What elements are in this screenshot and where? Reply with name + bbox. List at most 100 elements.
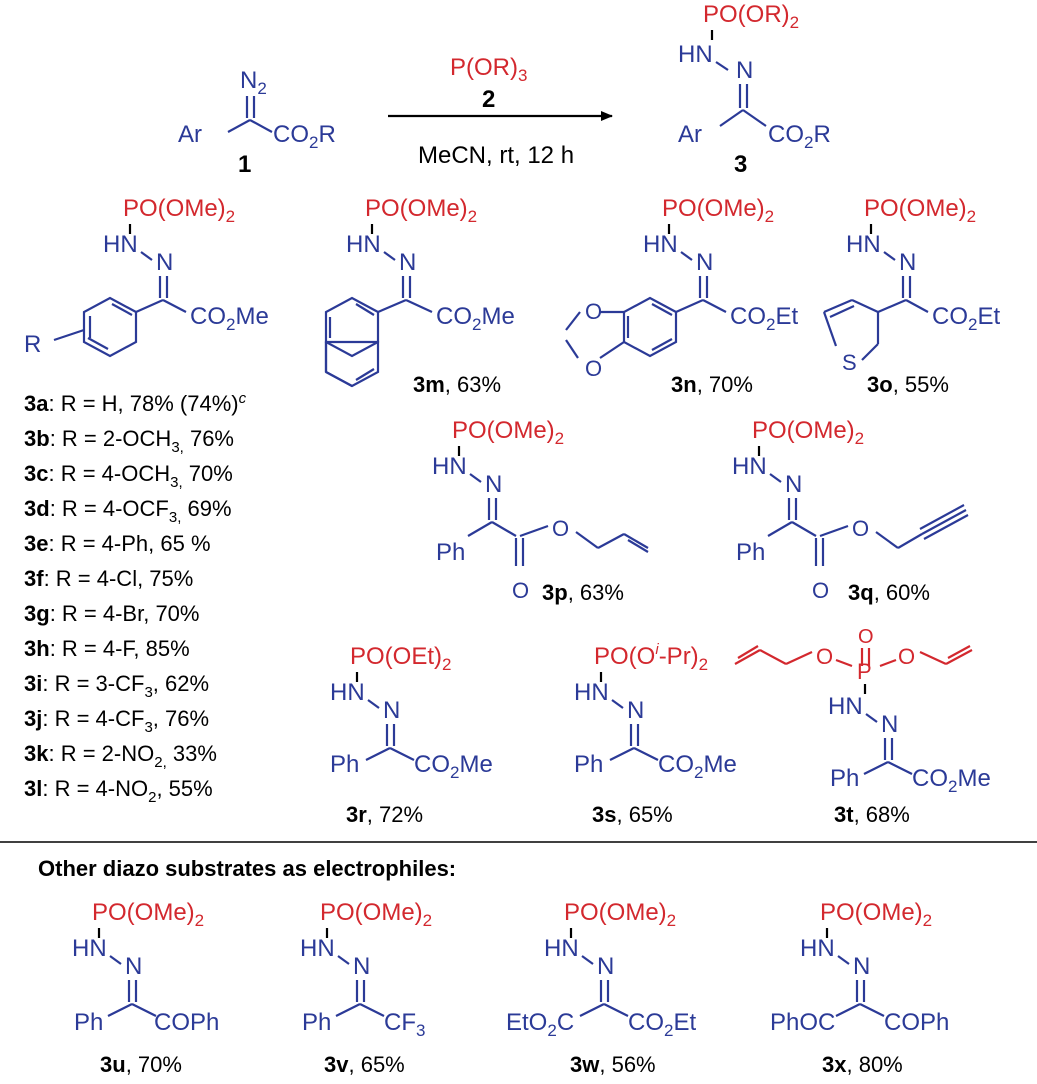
compound-3v: PO(OMe)2 HN N Ph CF3 3v, 65%: [300, 899, 432, 1077]
product-3: PO(OR)2 HN N Ar CO2R 3: [678, 1, 831, 178]
compound-3s: PO(Oi-Pr)2 HN N Ph CO2Me 3s, 65%: [574, 641, 737, 827]
svg-text:PO(OMe)2: PO(OMe)2: [864, 195, 976, 226]
svg-text:CO2Me: CO2Me: [658, 751, 737, 782]
svg-text:PO(Oi-Pr)2: PO(Oi-Pr)2: [594, 641, 708, 674]
svg-text:CO2Et: CO2Et: [932, 303, 1000, 334]
svg-text:P: P: [857, 659, 872, 684]
reagent-number: 2: [482, 86, 495, 113]
product-p-group: PO(OR)2: [703, 1, 799, 32]
svg-text:N: N: [353, 953, 370, 980]
compound-3a-3l: PO(OMe)2 HN N R CO2Me: [24, 195, 269, 358]
svg-text:N: N: [899, 249, 916, 276]
label-3w: 3w, 56%: [570, 1052, 656, 1077]
svg-text:Ph: Ph: [574, 751, 603, 778]
svg-text:CO2Et: CO2Et: [628, 1009, 696, 1040]
svg-text:HN: HN: [800, 935, 835, 962]
label-3u: 3u, 70%: [100, 1052, 182, 1077]
label-3m: 3m, 63%: [413, 372, 501, 397]
svg-text:O: O: [852, 516, 869, 541]
compound-3m: PO(OMe)2 HN N CO2Me 3m, 63%: [324, 195, 515, 397]
svg-text:PO(OMe)2: PO(OMe)2: [365, 195, 477, 226]
svg-text:HN: HN: [72, 935, 107, 962]
compound-3q: PO(OMe)2 HN N Ph O O 3q, 60%: [732, 417, 969, 605]
svg-text:N: N: [696, 249, 713, 276]
svg-text:CO2R: CO2R: [768, 121, 831, 152]
svg-text:HN: HN: [828, 693, 863, 720]
svg-text:N: N: [853, 953, 870, 980]
svg-text:Ph: Ph: [436, 539, 465, 566]
entry-3f: 3f: R = 4-Cl, 75%: [24, 566, 193, 591]
svg-text:Ar: Ar: [678, 121, 702, 148]
svg-text:CF3: CF3: [384, 1009, 425, 1040]
reaction-arrow-group: P(OR)3 2 MeCN, rt, 12 h: [388, 54, 613, 169]
svg-text:PO(OMe)2: PO(OMe)2: [662, 195, 774, 226]
compound-3r: PO(OEt)2 HN N Ph CO2Me 3r, 72%: [330, 643, 493, 827]
svg-text:Ph: Ph: [74, 1009, 103, 1036]
svg-text:N: N: [736, 57, 753, 84]
svg-text:CO2Me: CO2Me: [912, 765, 991, 796]
svg-text:N: N: [881, 711, 898, 738]
compound-3n: PO(OMe)2 HN N O O CO2Et 3n, 70%: [565, 195, 798, 397]
svg-text:HN: HN: [300, 935, 335, 962]
svg-text:PO(OMe)2: PO(OMe)2: [123, 195, 235, 226]
svg-text:EtO2C: EtO2C: [506, 1009, 574, 1040]
svg-text:PhOC: PhOC: [770, 1009, 835, 1036]
svg-text:HN: HN: [732, 453, 767, 480]
svg-text:COPh: COPh: [884, 1009, 949, 1036]
svg-text:N: N: [125, 953, 142, 980]
compound-3x: PO(OMe)2 HN N PhOC COPh 3x, 80%: [770, 899, 949, 1077]
svg-text:PO(OEt)2: PO(OEt)2: [350, 643, 451, 674]
ester-label: CO2R: [273, 121, 336, 152]
svg-text:N: N: [383, 697, 400, 724]
svg-text:PO(OMe)2: PO(OMe)2: [820, 899, 932, 930]
compound-3w: PO(OMe)2 HN N EtO2C CO2Et 3w, 56%: [506, 899, 696, 1077]
svg-text:O: O: [858, 626, 874, 648]
entry-3g: 3g: R = 4-Br, 70%: [24, 601, 199, 626]
label-3v: 3v, 65%: [324, 1052, 405, 1077]
svg-text:O: O: [812, 578, 829, 603]
svg-text:N: N: [785, 471, 802, 498]
entry-3h: 3h: R = 4-F, 85%: [24, 636, 190, 661]
compound-number-3: 3: [734, 151, 747, 178]
entry-3b: 3b: R = 2-OCH3, 76%: [24, 426, 234, 456]
svg-text:PO(OMe)2: PO(OMe)2: [564, 899, 676, 930]
label-3q: 3q, 60%: [848, 580, 930, 605]
svg-text:O: O: [585, 356, 602, 381]
svg-text:N: N: [597, 953, 614, 980]
series-list: 3a: R = H, 78% (74%)c 3b: R = 2-OCH3, 76…: [24, 390, 247, 806]
entry-3j: 3j: R = 4-CF3, 76%: [24, 706, 209, 736]
svg-text:N: N: [156, 249, 173, 276]
entry-3c: 3c: R = 4-OCH3, 70%: [24, 461, 233, 491]
svg-text:CO2Me: CO2Me: [190, 303, 269, 334]
svg-text:HN: HN: [643, 231, 678, 258]
svg-text:PO(OMe)2: PO(OMe)2: [92, 899, 204, 930]
svg-text:Ph: Ph: [830, 765, 859, 792]
svg-text:R: R: [24, 331, 41, 358]
svg-text:O: O: [512, 578, 529, 603]
svg-text:CO2Et: CO2Et: [730, 303, 798, 334]
svg-text:HN: HN: [103, 231, 138, 258]
svg-text:CO2Me: CO2Me: [414, 751, 493, 782]
svg-text:HN: HN: [846, 231, 881, 258]
compound-number-1: 1: [238, 151, 251, 178]
svg-text:HN: HN: [346, 231, 381, 258]
svg-text:N: N: [627, 697, 644, 724]
svg-text:O: O: [585, 299, 602, 324]
entry-3i: 3i: R = 3-CF3, 62%: [24, 671, 209, 701]
compound-3t: O O P O HN N Ph CO2Me 3t, 68%: [734, 626, 991, 827]
label-3t: 3t, 68%: [834, 802, 910, 827]
svg-text:O: O: [552, 516, 569, 541]
svg-text:Ph: Ph: [302, 1009, 331, 1036]
conditions-label: MeCN, rt, 12 h: [418, 142, 574, 169]
svg-text:HN: HN: [574, 679, 609, 706]
svg-text:N: N: [399, 249, 416, 276]
svg-text:PO(OMe)2: PO(OMe)2: [452, 417, 564, 448]
compound-3p: PO(OMe)2 HN N Ph O O 3p, 63%: [432, 417, 649, 605]
label-3x: 3x, 80%: [822, 1052, 903, 1077]
aryl-label: Ar: [178, 121, 202, 148]
entry-3k: 3k: R = 2-NO2, 33%: [24, 741, 217, 771]
svg-text:CO2Me: CO2Me: [436, 303, 515, 334]
label-3o: 3o, 55%: [867, 372, 949, 397]
compound-3u: PO(OMe)2 HN N Ph COPh 3u, 70%: [72, 899, 219, 1077]
